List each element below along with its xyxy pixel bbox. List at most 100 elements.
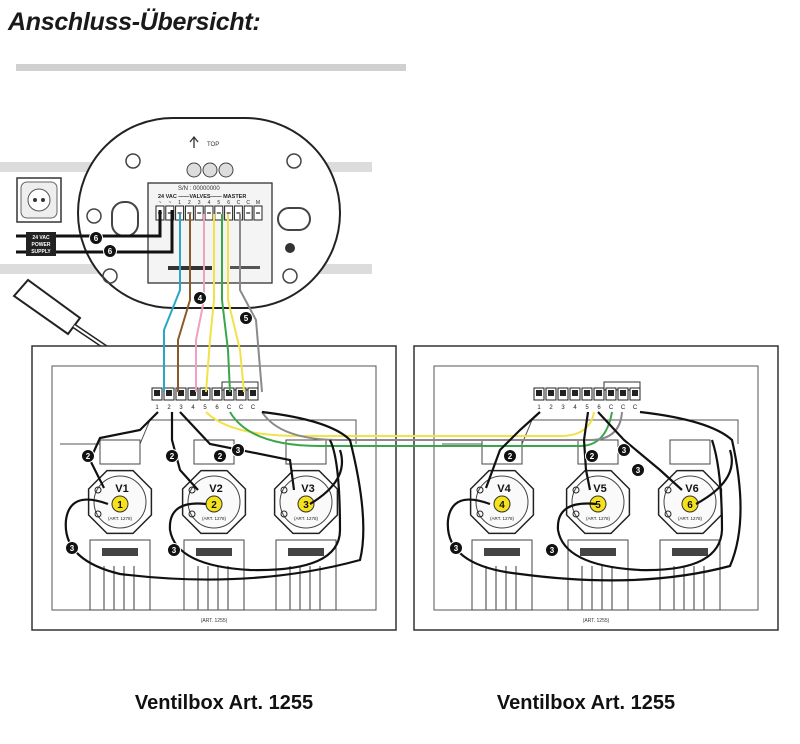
callout-badge (193, 291, 207, 305)
valve-screw-icon (280, 486, 288, 494)
valve-number-badge (111, 495, 129, 513)
controller-terminal-label: 2 (188, 200, 191, 206)
terminal-screw-icon (548, 390, 554, 396)
valve-collar (580, 548, 616, 556)
callout-number: 2 (590, 452, 595, 461)
valve-number: 3 (303, 500, 309, 511)
callout-badge (81, 449, 95, 463)
terminal-screw-icon (190, 390, 196, 396)
valve-number: 6 (687, 500, 693, 511)
box-terminal-label: 2 (549, 405, 553, 411)
valve-screw-icon (94, 510, 102, 518)
box-terminal-label: 5 (203, 405, 207, 411)
box-terminal-label: C (251, 405, 256, 411)
box-terminal-label: 3 (561, 405, 565, 411)
callout-number: 3 (454, 544, 459, 553)
power-socket-icon (16, 177, 62, 223)
valve-screw-icon (188, 510, 196, 518)
valve-number: 2 (211, 500, 217, 511)
serial-number: S/N : 00000000 (178, 186, 220, 192)
valve-v2[interactable]: V22(ART. 1278) (181, 439, 247, 611)
terminal-screw-icon (202, 390, 208, 396)
valve-name: V2 (209, 483, 222, 495)
callout-number: 4 (198, 294, 203, 303)
callout-badge (167, 543, 181, 557)
box-terminal-label: 1 (155, 405, 159, 411)
valve-number-badge (297, 495, 315, 513)
callout-number: 3 (172, 546, 177, 555)
callout-number: 3 (70, 544, 75, 553)
valve-number-badge (493, 495, 511, 513)
signal-wires (163, 214, 623, 447)
valve-top (99, 439, 141, 465)
callout-number: 6 (94, 234, 99, 243)
valve-screw-icon (280, 510, 288, 518)
controller-terminal-label: 1 (178, 200, 181, 206)
valve-number: 4 (499, 500, 505, 511)
terminal-screw-icon (632, 390, 638, 396)
controller-terminal-label: ~ (168, 200, 171, 206)
callout-number: 3 (236, 446, 241, 455)
terminal-screw-icon (584, 390, 590, 396)
callout-number: 3 (622, 446, 627, 455)
top-label: TOP (207, 142, 219, 148)
callout-number: 3 (636, 466, 641, 475)
valve-name: V3 (301, 483, 314, 495)
valve-name: V4 (497, 483, 511, 495)
valve-top (193, 439, 235, 465)
valve-v6[interactable]: V66(ART. 1278) (657, 439, 723, 611)
valve-art: (ART. 1278) (490, 516, 514, 521)
box-1-art-small: (ART. 1255) (201, 618, 228, 624)
wire-yellow2 (227, 214, 245, 393)
valve-collar (196, 548, 232, 556)
controller-terminal-label: C (237, 200, 241, 206)
wire-brown (177, 214, 191, 392)
valve-screw-icon (664, 510, 672, 518)
box-terminal-label: 6 (215, 405, 219, 411)
callout-badge (585, 449, 599, 463)
power-label-2: POWER (32, 242, 51, 248)
callout-badge (165, 449, 179, 463)
box-terminal-label: 2 (167, 405, 171, 411)
terminal-screw-icon (560, 390, 566, 396)
valve-box-1-label: Ventilbox Art. 1255 (134, 692, 314, 714)
valve-screw-icon (664, 486, 672, 494)
callout-badge (239, 311, 253, 325)
wall-rail-top (16, 64, 406, 71)
callout-badge (449, 541, 463, 555)
callout-number: 6 (108, 247, 113, 256)
controller-terminal-label: ~ (159, 200, 162, 206)
valve-screw-icon (476, 486, 484, 494)
valve-top (669, 439, 711, 465)
callout-number: 3 (550, 546, 555, 555)
callout-number: 2 (218, 452, 223, 461)
wire-green (221, 214, 231, 393)
box-terminal-label: 6 (597, 405, 601, 411)
controller-terminal-label: M (256, 200, 260, 206)
terminal-screw-icon (250, 390, 256, 396)
terminal-screw-icon (608, 390, 614, 396)
terminal-header: 24 VAC ——VALVES—— MASTER (158, 194, 246, 200)
controller-terminal-label: 5 (217, 200, 220, 206)
valve-screw-icon (476, 510, 484, 518)
valve-art: (ART. 1278) (108, 516, 132, 521)
wire-long-gray (261, 411, 623, 441)
callout-number: 2 (170, 452, 175, 461)
valve-art: (ART. 1278) (678, 516, 702, 521)
valve-v5[interactable]: V55(ART. 1278) (565, 439, 631, 611)
valve-art: (ART. 1278) (294, 516, 318, 521)
box-terminal-label: C (227, 405, 232, 411)
valve-number: 5 (595, 500, 601, 511)
callout-badge (231, 443, 245, 457)
valve-screw-icon (94, 486, 102, 494)
terminal-screw-icon (620, 390, 626, 396)
controller-terminal-label: 6 (227, 200, 230, 206)
callout-badge (545, 543, 559, 557)
callout-badge (65, 541, 79, 555)
valve-collar (672, 548, 708, 556)
box-terminal-label: 3 (179, 405, 183, 411)
callout-number: 5 (244, 314, 249, 323)
